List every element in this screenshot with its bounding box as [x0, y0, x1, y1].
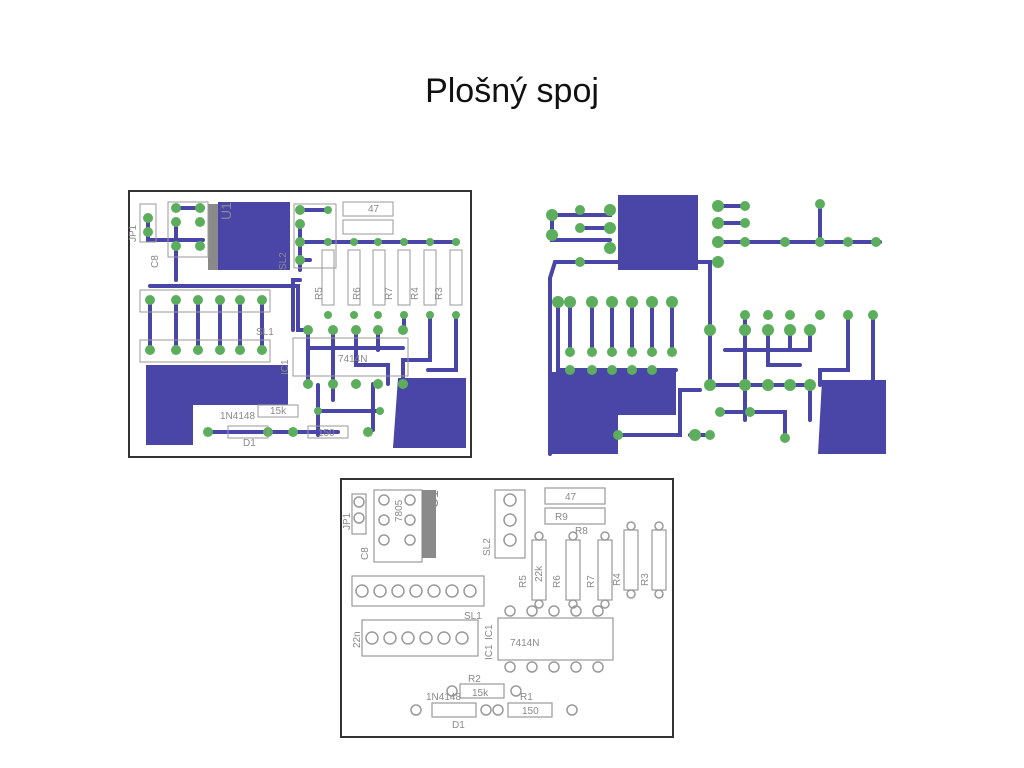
svg-text:SL2: SL2 — [482, 538, 493, 556]
svg-text:22n: 22n — [352, 631, 363, 648]
svg-text:47: 47 — [565, 492, 577, 503]
silkscreen — [139, 201, 463, 439]
svg-text:R5: R5 — [518, 575, 529, 588]
svg-text:R2: R2 — [468, 674, 481, 685]
silk-labels: U1 JP1 C8 7805 47 R9 R8 SL2 R5 22k R6 R7… — [342, 490, 651, 731]
svg-text:JP1: JP1 — [342, 512, 353, 530]
svg-text:R3: R3 — [640, 573, 651, 586]
svg-text:150: 150 — [318, 428, 335, 439]
svg-text:R8: R8 — [575, 526, 588, 537]
svg-text:R6: R6 — [552, 575, 563, 588]
svg-text:C8: C8 — [360, 547, 371, 560]
svg-text:7414N: 7414N — [338, 354, 367, 365]
svg-text:22k: 22k — [534, 565, 545, 582]
svg-text:R7: R7 — [586, 575, 597, 588]
svg-text:D1: D1 — [452, 720, 465, 731]
svg-text:SL2: SL2 — [278, 252, 289, 270]
svg-text:R6: R6 — [352, 287, 363, 300]
svg-text:SL1: SL1 — [256, 327, 274, 338]
svg-text:U1: U1 — [425, 490, 441, 508]
regulator-heatsink — [422, 490, 436, 558]
svg-text:D1: D1 — [243, 438, 256, 449]
svg-text:R1: R1 — [520, 692, 533, 703]
svg-text:IC1: IC1 — [280, 359, 291, 375]
svg-text:1N4148: 1N4148 — [220, 411, 255, 422]
svg-text:47: 47 — [368, 204, 380, 215]
svg-text:IC1: IC1 — [484, 644, 495, 660]
pads — [546, 199, 881, 443]
svg-text:R4: R4 — [410, 287, 421, 300]
pcb-silkscreen-layer: U1 JP1 C8 7805 47 R9 R8 SL2 R5 22k R6 R7… — [340, 478, 674, 738]
pads — [353, 493, 664, 716]
copper-pours — [146, 202, 466, 448]
svg-text:7805: 7805 — [394, 499, 405, 522]
copper-pours — [550, 195, 886, 454]
svg-text:C8: C8 — [150, 255, 161, 268]
svg-text:R7: R7 — [384, 287, 395, 300]
svg-text:7414N: 7414N — [510, 638, 539, 649]
svg-text:R4: R4 — [612, 573, 623, 586]
pads — [143, 203, 460, 437]
silk-labels: U1 JP1 C8 47 SL2 R5 R6 R7 R4 R3 SL1 7414… — [128, 202, 445, 449]
svg-text:150: 150 — [522, 706, 539, 717]
svg-text:U1: U1 — [218, 202, 234, 220]
slide-title: Plošný spoj — [425, 72, 599, 110]
board-outline — [340, 478, 674, 738]
svg-text:R5: R5 — [314, 287, 325, 300]
pcb-copper-layer — [546, 195, 886, 456]
pcb-combined-view: U1 JP1 C8 47 SL2 R5 R6 R7 R4 R3 SL1 7414… — [128, 190, 472, 458]
svg-text:1N4148: 1N4148 — [426, 692, 461, 703]
svg-text:JP1: JP1 — [128, 224, 139, 242]
svg-text:15k: 15k — [270, 406, 287, 417]
svg-text:R9: R9 — [555, 512, 568, 523]
svg-text:IC1: IC1 — [484, 624, 495, 640]
svg-text:R3: R3 — [434, 287, 445, 300]
svg-text:15k: 15k — [472, 688, 489, 699]
svg-text:SL1: SL1 — [464, 611, 482, 622]
